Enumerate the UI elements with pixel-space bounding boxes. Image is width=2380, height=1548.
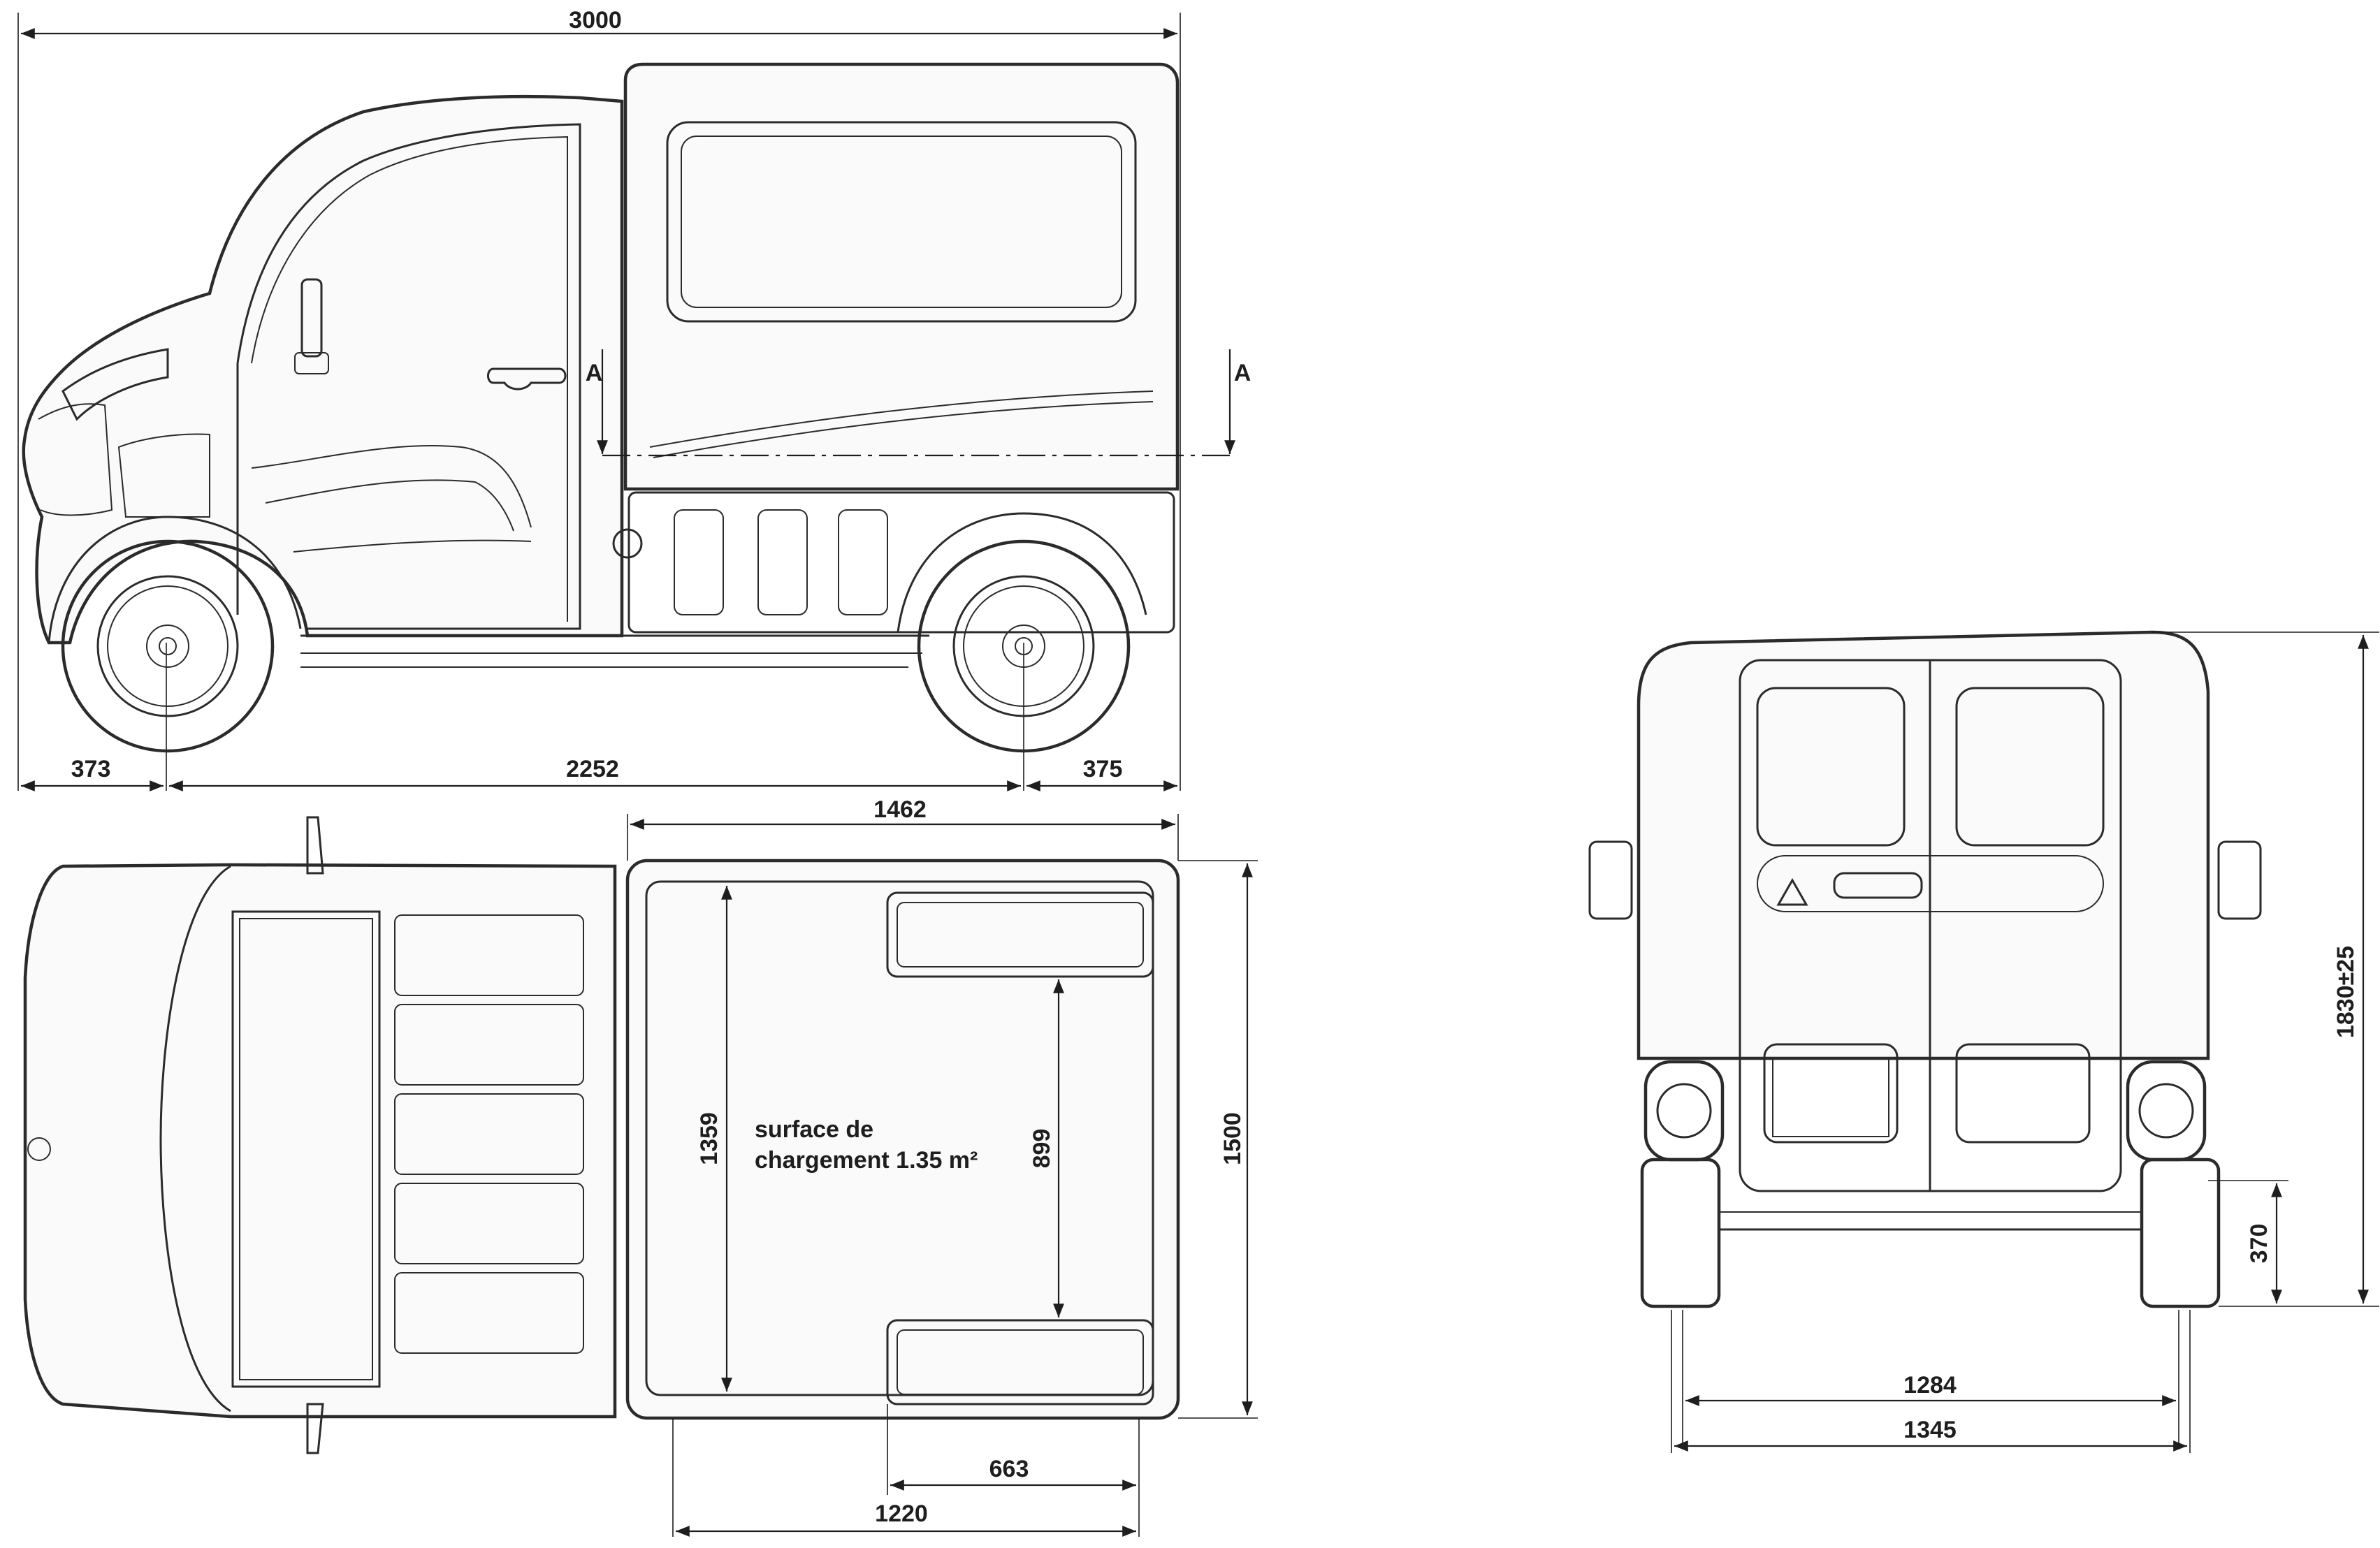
wheelbase-label: 2252 — [566, 756, 619, 782]
surface-label-line1: surface de — [755, 1116, 873, 1143]
rear-wheel-left — [1640, 1158, 1721, 1308]
overall-length-label: 3000 — [569, 7, 622, 34]
between-arches-label: 899 — [1029, 1129, 1055, 1169]
height-label: 1830±25 — [2332, 946, 2359, 1038]
box-width-label: 1500 — [1219, 1112, 1246, 1165]
track-inner-label: 1284 — [1903, 1372, 1957, 1399]
box-length-label: 1462 — [873, 796, 927, 823]
floor-length-label: 1220 — [875, 1500, 928, 1527]
cab-floor-ribs — [394, 914, 584, 1354]
rear-overhang-label: 375 — [1083, 756, 1123, 782]
rear-view: 1830±25 370 1284 1345 — [1588, 630, 2379, 1453]
section-mark-right: A — [1234, 360, 1251, 386]
wheel-arch-top — [886, 891, 1154, 978]
front-overhang-label: 373 — [71, 756, 111, 782]
cab-outline — [22, 94, 624, 645]
arch-length-label: 663 — [989, 1456, 1029, 1482]
surface-label-line2: chargement 1.35 m² — [755, 1147, 978, 1174]
cargo-floor-outline — [625, 859, 1180, 1420]
front-wheel — [48, 516, 302, 753]
section-mark-left: A — [586, 360, 603, 386]
rear-body-outline — [1637, 630, 2210, 1060]
step-height-label: 370 — [2246, 1224, 2272, 1264]
wheel-arch-bottom — [886, 1319, 1154, 1405]
rear-lamp-right — [2126, 1060, 2207, 1162]
side-view: 3000 373 2252 375 — [17, 7, 1251, 791]
inner-length-label: 1359 — [696, 1112, 723, 1165]
cargo-box-outline — [623, 62, 1180, 491]
rear-wheel — [897, 512, 1147, 753]
top-view: 1462 1500 1359 899 663 1220 surface de c… — [23, 796, 1258, 1537]
track-outer-label: 1345 — [1903, 1417, 1957, 1443]
rear-lamp-left — [1643, 1060, 1725, 1162]
cab-top-outline — [23, 863, 617, 1419]
rear-wheel-right — [2140, 1158, 2221, 1308]
